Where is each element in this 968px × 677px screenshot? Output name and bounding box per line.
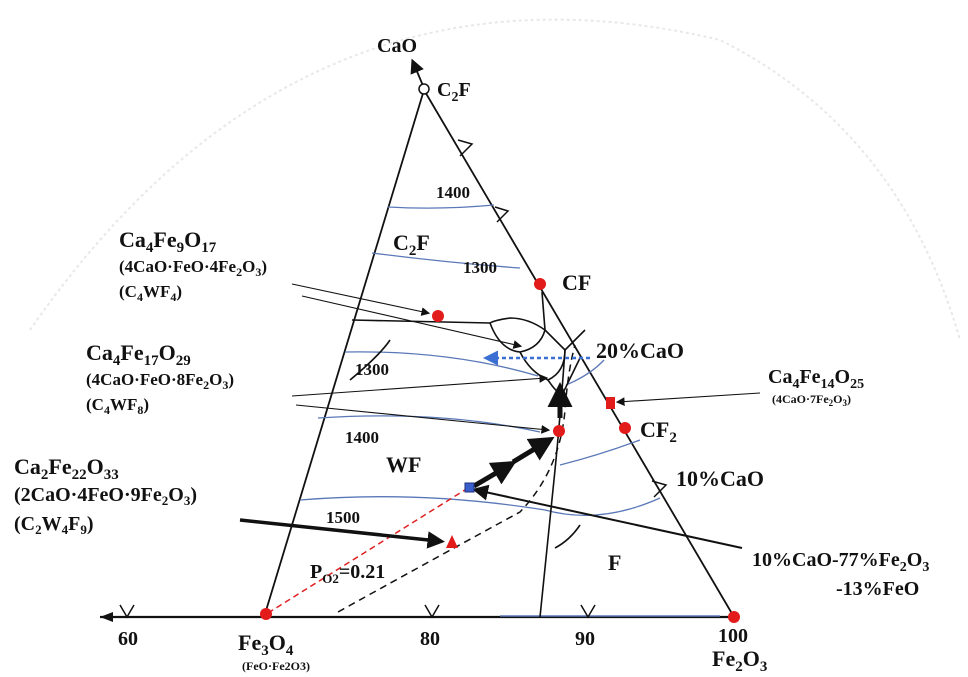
phase-label-cf: CF: [562, 270, 591, 295]
marker-fe3o4: [260, 608, 272, 620]
tick-90: [580, 604, 596, 619]
compound-c4wf8-formula: Ca4Fe17O29: [86, 340, 191, 369]
isotherm-right-lower: [559, 439, 641, 466]
boundary-hump: [349, 339, 391, 381]
path-arrow-2: [511, 436, 555, 465]
tick-label-100: 100: [718, 625, 748, 647]
marker-fe2o3: [728, 611, 740, 623]
marker-c4wf8: [553, 425, 565, 437]
fe3o4-formula: (FeO·Fe2O3): [242, 659, 310, 673]
vertex-label-fe3o4: Fe3O4: [238, 630, 294, 659]
compound-c4f7-formula: Ca4Fe14O25: [768, 366, 864, 392]
label-10-cao: 10%CaO: [676, 466, 764, 491]
path-arrow-1: [472, 460, 517, 489]
isotherm-1500: [299, 496, 661, 517]
compound-c4f7-oxide: (4CaO·7Fe2O3): [772, 392, 851, 408]
isotherm-label-1300-top: 1300: [463, 258, 497, 277]
compound-c2w4f9-formula: Ca2Fe22O33: [14, 454, 119, 483]
isotherm-1300-top: [371, 252, 521, 269]
edge-tick-3: [651, 480, 668, 498]
pointer-c4wf4-a: [291, 283, 431, 316]
marker-c4wf4: [432, 310, 444, 322]
isotherm-1300-mid: [344, 351, 539, 377]
phase-label-cf2: CF2: [640, 417, 677, 446]
isotherm-label-1500: 1500: [326, 508, 360, 527]
boundary-loop: [489, 317, 546, 353]
pointer-c4wf4-b: [301, 295, 523, 349]
boundary-right-to-edge: [564, 329, 586, 351]
edge-tick-1: [457, 139, 474, 157]
isotherm-label-1400-mid: 1400: [345, 428, 379, 447]
base-axis-arrow: [100, 612, 113, 622]
phase-label-wf: WF: [386, 452, 421, 477]
pointer-c4wf8-b: [295, 404, 551, 434]
tick-label-80: 80: [420, 628, 440, 650]
compound-c4wf4-formula: Ca4Fe9O17: [119, 227, 217, 256]
vertex-label-c2f: C2F: [437, 79, 471, 105]
compound-c4wf4-oxide: (4CaO·FeO·4Fe2O3): [119, 257, 267, 279]
composition-label-line2: -13%FeO: [836, 578, 919, 600]
dashed-po2-line: [337, 344, 576, 613]
marker-triangle-red: [446, 535, 458, 548]
phase-label-c2f: C2F: [393, 230, 430, 259]
boundary-f-wf: [554, 524, 581, 549]
pointer-c4wf8-a: [291, 374, 549, 397]
compound-c4wf4-short: (C4WF4): [119, 282, 182, 304]
isotherm-label-1300-mid: 1300: [355, 360, 389, 379]
marker-cf: [534, 278, 546, 290]
boundary-c4wf4-region: [519, 329, 566, 381]
tick-80: [424, 604, 440, 619]
tick-label-60: 60: [118, 628, 138, 650]
isotherm-1400-top: [387, 204, 495, 209]
boundary-c2f-cf: [351, 319, 491, 324]
phase-label-f: F: [608, 550, 621, 575]
boundary-main-vertical: [539, 349, 566, 618]
pointer-composition: [472, 484, 743, 549]
vertex-label-cao: CaO: [377, 35, 417, 57]
pointer-c4f7: [615, 392, 761, 406]
marker-c2f-open: [418, 83, 430, 95]
compound-c2w4f9-short: (C2W4F9): [14, 513, 94, 537]
edge-tick-2: [494, 206, 510, 223]
compound-c2w4f9-oxide: (2CaO·4FeO·9Fe2O3): [14, 484, 197, 508]
boundary-cf-branch: [541, 291, 546, 331]
label-20-cao: 20%CaO: [596, 338, 684, 363]
isotherm-label-1400-top: 1400: [436, 183, 470, 202]
pointer-c2w4f9: [239, 518, 445, 549]
label-po2: PO2=0.21: [310, 561, 385, 586]
vertex-label-fe2o3: Fe2O3: [712, 646, 767, 675]
compound-c4wf8-oxide: (4CaO·FeO·8Fe2O3): [86, 370, 234, 392]
edge-cao-fe2o3: [423, 89, 735, 618]
tick-label-90: 90: [575, 628, 595, 650]
marker-composition: [464, 482, 475, 493]
background-arc: [29, 18, 961, 341]
marker-c4f7: [606, 397, 615, 409]
marker-cf2: [619, 422, 631, 434]
compound-c4wf8-short: (C4WF8): [86, 395, 149, 417]
tick-60: [119, 604, 135, 619]
composition-label-line1: 10%CaO-77%Fe2O3: [752, 549, 929, 575]
